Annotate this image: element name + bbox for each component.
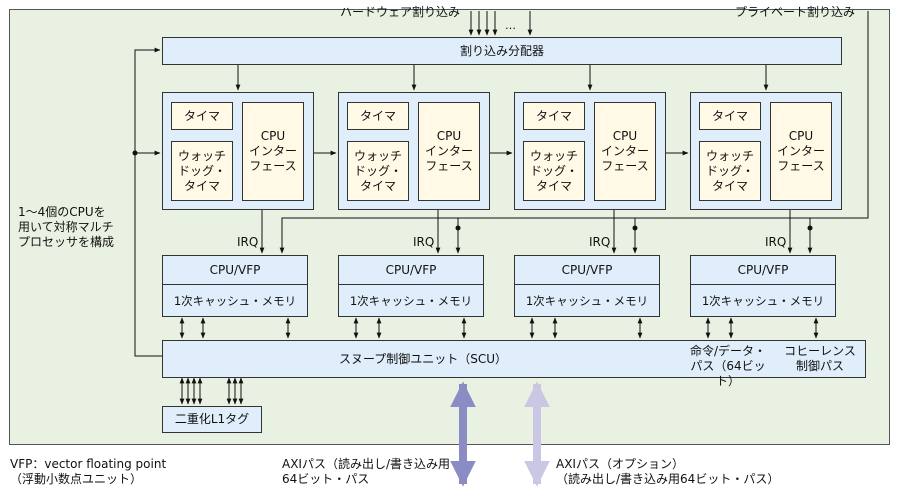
cpu-vfp-block-1: CPU/VFP 1次キャッシュ・メモリ <box>162 255 308 317</box>
instruction-data-bus-label: 命令/データ・ パス（64ビット） <box>689 344 767 388</box>
timer: タイマ <box>699 102 761 130</box>
scu-label: スヌープ制御ユニット（SCU） <box>338 352 508 366</box>
private-interrupt-label: プライベート割り込み <box>735 5 856 19</box>
cpu-vfp-label: CPU/VFP <box>515 256 659 285</box>
dual-l1-tag: 二重化L1タグ <box>162 406 262 433</box>
cpu-interface: CPU インター フェース <box>242 102 304 201</box>
l1-cache-label: 1次キャッシュ・メモリ <box>525 294 649 308</box>
timer: タイマ <box>523 102 585 130</box>
irq-label: IRQ <box>589 235 611 249</box>
timer: タイマ <box>171 102 233 130</box>
irq-label: IRQ <box>413 235 435 249</box>
watchdog-timer: ウォッチ ドッグ・ タイマ <box>171 141 233 201</box>
interrupt-distributor: 割り込み分配器 <box>162 37 842 65</box>
cpu-interface: CPU インター フェース <box>770 102 832 201</box>
axi-bus-label: AXIパス（読み出し/書き込み用 64ビット・パス <box>282 457 451 486</box>
cpu-vfp-label: CPU/VFP <box>163 256 307 285</box>
irq-label: IRQ <box>237 235 259 249</box>
watchdog-timer: ウォッチ ドッグ・ タイマ <box>699 141 761 201</box>
timer: タイマ <box>347 102 409 130</box>
cpu-vfp-block-4: CPU/VFP 1次キャッシュ・メモリ <box>690 255 836 317</box>
cpu-vfp-block-2: CPU/VFP 1次キャッシュ・メモリ <box>338 255 484 317</box>
irq-label: IRQ <box>765 235 787 249</box>
coherence-bus-label: コヒーレンス 制御パス <box>784 344 856 373</box>
watchdog-timer: ウォッチ ドッグ・ タイマ <box>347 141 409 201</box>
cpu-interface: CPU インター フェース <box>594 102 656 201</box>
cpu-vfp-label: CPU/VFP <box>691 256 835 285</box>
ellipsis-label: … <box>505 19 516 32</box>
snoop-control-unit: スヌープ制御ユニット（SCU） 命令/データ・ パス（64ビット） コヒーレンス… <box>162 340 866 388</box>
hardware-interrupt-label: ハードウェア割り込み <box>340 5 461 19</box>
cpu-vfp-label: CPU/VFP <box>339 256 483 285</box>
cpu-vfp-block-3: CPU/VFP 1次キャッシュ・メモリ <box>514 255 660 317</box>
l1-cache-label: 1次キャッシュ・メモリ <box>349 294 473 308</box>
l1-cache-label: 1次キャッシュ・メモリ <box>173 294 297 308</box>
vfp-footnote: VFP：vector floating point （浮動小数点ユニット） <box>10 457 167 486</box>
cpu-count-note: 1～4個のCPUを 用いて対称マルチ プロセッサを構成 <box>18 205 115 249</box>
l1-cache-label: 1次キャッシュ・メモリ <box>701 294 825 308</box>
axi-option-bus-label: AXIパス（オプション） （読み出し/書き込み用64ビット・パス） <box>556 457 780 486</box>
watchdog-timer: ウォッチ ドッグ・ タイマ <box>523 141 585 201</box>
cpu-interface: CPU インター フェース <box>418 102 480 201</box>
